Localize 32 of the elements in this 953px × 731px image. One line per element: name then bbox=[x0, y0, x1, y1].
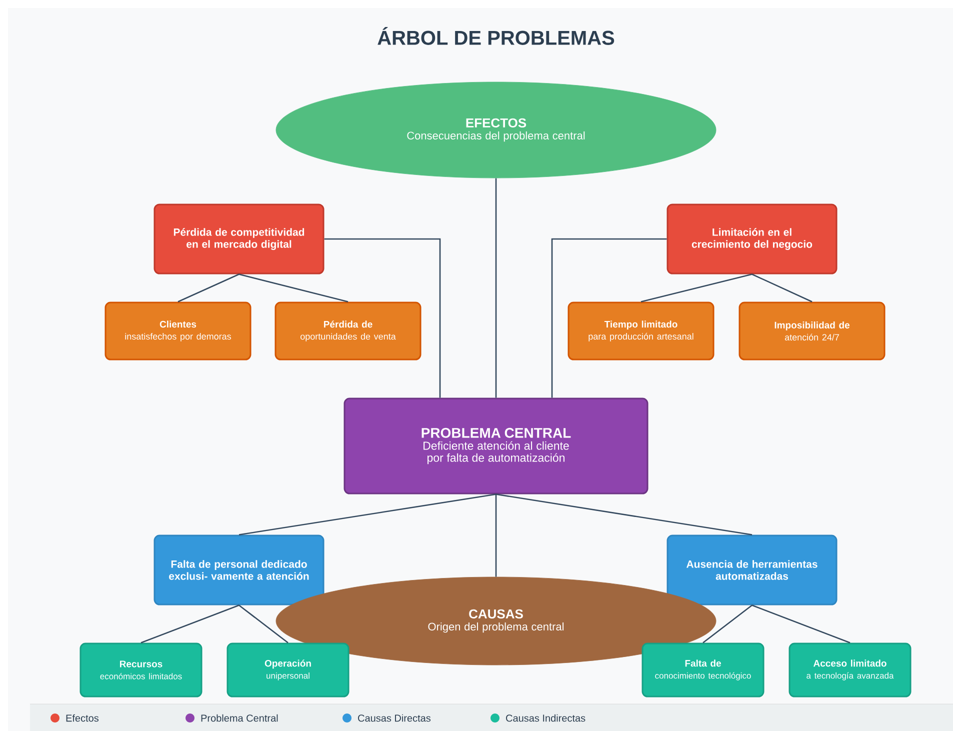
central-box: PROBLEMA CENTRAL Deficiente atención al cliente por falta de automatización bbox=[344, 398, 648, 494]
connector-line bbox=[551, 238, 667, 398]
legend-label: Efectos bbox=[66, 714, 99, 722]
connector-line bbox=[752, 604, 850, 644]
connector-line bbox=[640, 274, 752, 302]
connector-line bbox=[140, 604, 240, 644]
rounded-box: Clientes insatisfechos por demoras bbox=[104, 302, 252, 360]
connector-line bbox=[495, 494, 497, 577]
rounded-box: Tiempo limitado para producción artesanal bbox=[568, 302, 714, 360]
connector-line bbox=[495, 178, 497, 398]
rounded-box: Imposibilidad de atención 24/7 bbox=[738, 302, 886, 360]
connector-line bbox=[702, 604, 752, 644]
legend-label: Causas Indirectas bbox=[506, 714, 586, 722]
rounded-box: Ausencia de herramientas automatizadas bbox=[666, 534, 838, 606]
connector-line bbox=[178, 274, 240, 302]
connector-line bbox=[238, 274, 348, 302]
connector-line bbox=[752, 274, 812, 302]
rounded-box: Falta de personal dedicado exclusi- vamente a atención bbox=[154, 534, 324, 606]
connector-line bbox=[238, 604, 288, 644]
rounded-box: Falta de conocimiento tecnológico bbox=[642, 642, 764, 698]
rounded-box: Limitación en el crecimiento del negocio bbox=[666, 204, 838, 274]
title: ÁRBOL DE PROBLEMAS bbox=[378, 27, 614, 45]
rounded-box: Operación unipersonal bbox=[226, 642, 350, 698]
connector-line bbox=[324, 238, 441, 398]
rounded-box: Pérdida de competitividad en el mercado digital bbox=[154, 204, 324, 274]
connector-line bbox=[238, 494, 496, 536]
legend-label: Problema Central bbox=[201, 714, 278, 722]
rounded-box: Pérdida de oportunidades de venta bbox=[274, 302, 422, 360]
connector-line bbox=[496, 494, 752, 536]
rounded-box: Recursos económicos limitados bbox=[80, 642, 202, 698]
legend-label: Causas Directas bbox=[358, 714, 431, 722]
rounded-box: Acceso limitado a tecnología avanzada bbox=[788, 642, 912, 698]
